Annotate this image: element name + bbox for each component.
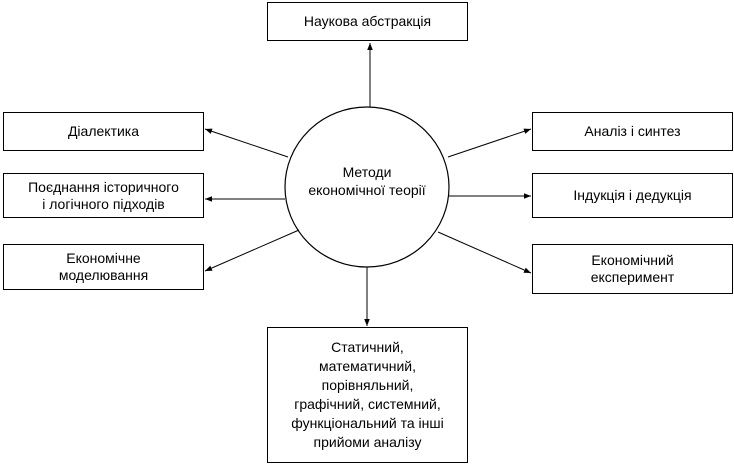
node-label: Наукова абстракція bbox=[303, 13, 432, 29]
node-label: Економічний експеримент bbox=[590, 252, 675, 285]
node-label: Аналіз і синтез bbox=[584, 123, 681, 139]
arrow-to-right-3 bbox=[437, 231, 532, 274]
node-economic-modeling: Економічне моделювання bbox=[3, 244, 204, 290]
node-label: Статичний, математичний, порівняльний, г… bbox=[291, 339, 444, 450]
node-economic-experiment: Економічний експеримент bbox=[532, 244, 733, 294]
node-scientific-abstraction: Наукова абстракція bbox=[267, 2, 468, 41]
node-label: Поєднання історичного і логічного підход… bbox=[28, 178, 179, 212]
node-label: Економічне моделювання bbox=[58, 250, 149, 283]
node-analysis-techniques: Статичний, математичний, порівняльний, г… bbox=[267, 327, 468, 463]
arrow-to-right-1 bbox=[447, 128, 532, 158]
node-historical-logical: Поєднання історичного і логічного підход… bbox=[3, 173, 204, 218]
node-label: Індукція і дедукція bbox=[573, 187, 692, 203]
node-induction-deduction: Індукція і дедукція bbox=[532, 173, 733, 218]
node-label: Діалектика bbox=[67, 123, 140, 139]
node-dialectics: Діалектика bbox=[3, 112, 204, 151]
node-analysis-synthesis: Аналіз і синтез bbox=[532, 112, 733, 151]
arrow-to-left-3 bbox=[204, 229, 300, 272]
arrow-to-left-1 bbox=[204, 128, 289, 158]
center-label: Методи економічної теорії bbox=[308, 164, 426, 198]
